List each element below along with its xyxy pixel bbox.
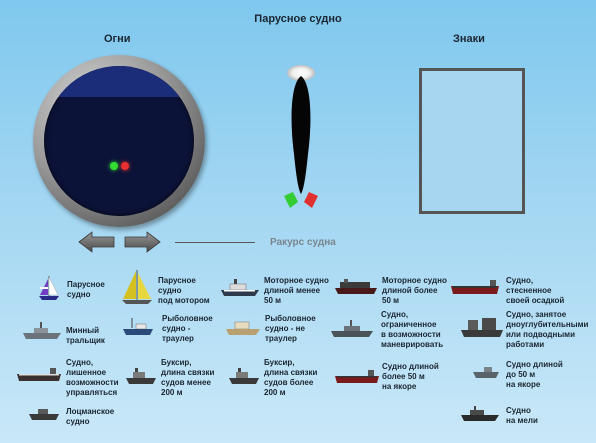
green-light	[110, 162, 118, 170]
aground-icon	[461, 406, 499, 421]
sailboat-icon	[39, 276, 59, 300]
legend-label-sailboat: Парусное судно	[67, 280, 105, 299]
aspect-divider	[175, 242, 255, 243]
pilot-vessel-icon	[29, 409, 59, 420]
minesweeper-icon	[23, 322, 61, 339]
legend-item-restricted[interactable]: Судно, ограниченное в возможности маневр…	[330, 310, 450, 352]
tug-short-tow-icon	[126, 368, 156, 384]
legend-item-sailboat[interactable]: Парусное судно	[36, 274, 146, 306]
legend-label-draught: Судно, стесненное своей осадкой	[506, 276, 565, 305]
masthead-light-glow	[287, 65, 315, 81]
rotate-right-button[interactable]	[123, 231, 161, 253]
legend-item-fishing[interactable]: Рыболовное судно - не траулер	[225, 314, 340, 348]
motor-vessel-small-icon	[221, 279, 259, 296]
trawler-icon	[123, 318, 153, 335]
legend-label-dredger: Судно, занятое дноуглубительными или под…	[506, 310, 589, 349]
legend-label-motor-small: Моторное судно длиной менее 50 м	[264, 276, 329, 305]
ship-hull	[291, 76, 311, 194]
legend-label-anchored-small: Судно длиной до 50 м на якоре	[506, 360, 563, 389]
legend-item-motor-small[interactable]: Моторное судно длиной менее 50 м	[220, 276, 340, 308]
legend-item-tug-short[interactable]: Буксир, длина связки судов менее 200 м	[125, 356, 235, 400]
legend-label-aground: Судно на мели	[506, 406, 538, 425]
anchored-small-icon	[473, 367, 499, 378]
legend-label-motor-large: Моторное судно длиной более 50 м	[382, 276, 447, 305]
legend-item-sailboat-motor[interactable]: Парусное судно под мотором	[120, 268, 230, 308]
restricted-maneuver-icon	[331, 320, 373, 337]
fishing-non-trawler-icon	[226, 321, 260, 335]
red-light	[121, 162, 129, 170]
draught-constrained-icon	[451, 280, 499, 294]
ship-top-view	[284, 65, 318, 208]
legend-item-dredger[interactable]: Судно, занятое дноуглубительными или под…	[460, 310, 594, 354]
night-view	[44, 66, 194, 216]
legend-item-minesweeper[interactable]: Минный тральщик	[22, 320, 132, 350]
night-sky	[44, 66, 194, 97]
signs-panel	[419, 68, 525, 214]
legend-item-trawler[interactable]: Рыболовное судно - траулер	[122, 314, 232, 348]
motor-vessel-large-icon	[335, 279, 377, 294]
anchored-large-icon	[335, 370, 379, 383]
rotate-left-button[interactable]	[78, 231, 116, 253]
legend-label-anchored-large: Судно длиной более 50 м на якоре	[382, 362, 439, 391]
legend-item-anchored-small[interactable]: Судно длиной до 50 м на якоре	[472, 358, 592, 392]
signs-header: Знаки	[453, 33, 485, 45]
legend-item-not-under-command[interactable]: Судно, лишенное возможности управляться	[16, 356, 126, 400]
legend-label-restricted: Судно, ограниченное в возможности маневр…	[381, 310, 444, 349]
legend-item-draught[interactable]: Судно, стесненное своей осадкой	[450, 276, 590, 308]
legend-item-motor-large[interactable]: Моторное судно длиной более 50 м	[334, 276, 449, 308]
page-title: Парусное судно	[254, 13, 342, 25]
dredger-icon	[461, 318, 503, 337]
legend-item-tug-long[interactable]: Буксир, длина связки судов более 200 м	[228, 356, 343, 400]
legend-label-pilot: Лоцманское судно	[66, 407, 115, 426]
legend-label-fishing: Рыболовное судно - не траулер	[265, 314, 316, 343]
legend-item-pilot[interactable]: Лоцманское судно	[28, 404, 138, 428]
not-under-command-icon	[17, 368, 61, 381]
lights-header: Огни	[104, 33, 131, 45]
legend-label-not-under-command: Судно, лишенное возможности управляться	[66, 358, 119, 397]
legend-item-anchored-large[interactable]: Судно длиной более 50 м на якоре	[334, 362, 454, 398]
legend-label-tug-long: Буксир, длина связки судов более 200 м	[264, 358, 318, 397]
starboard-sidelight	[304, 192, 318, 208]
aspect-label: Ракурс судна	[270, 237, 336, 248]
legend-label-tug-short: Буксир, длина связки судов менее 200 м	[161, 358, 215, 397]
legend-label-minesweeper: Минный тральщик	[66, 326, 105, 345]
tug-long-tow-icon	[229, 368, 259, 384]
sailboat-motor-icon	[122, 270, 152, 304]
port-sidelight	[284, 192, 298, 208]
legend-label-sailboat-motor: Парусное судно под мотором	[158, 276, 210, 305]
legend-item-aground[interactable]: Судно на мели	[460, 402, 590, 432]
legend-label-trawler: Рыболовное судно - траулер	[162, 314, 213, 343]
